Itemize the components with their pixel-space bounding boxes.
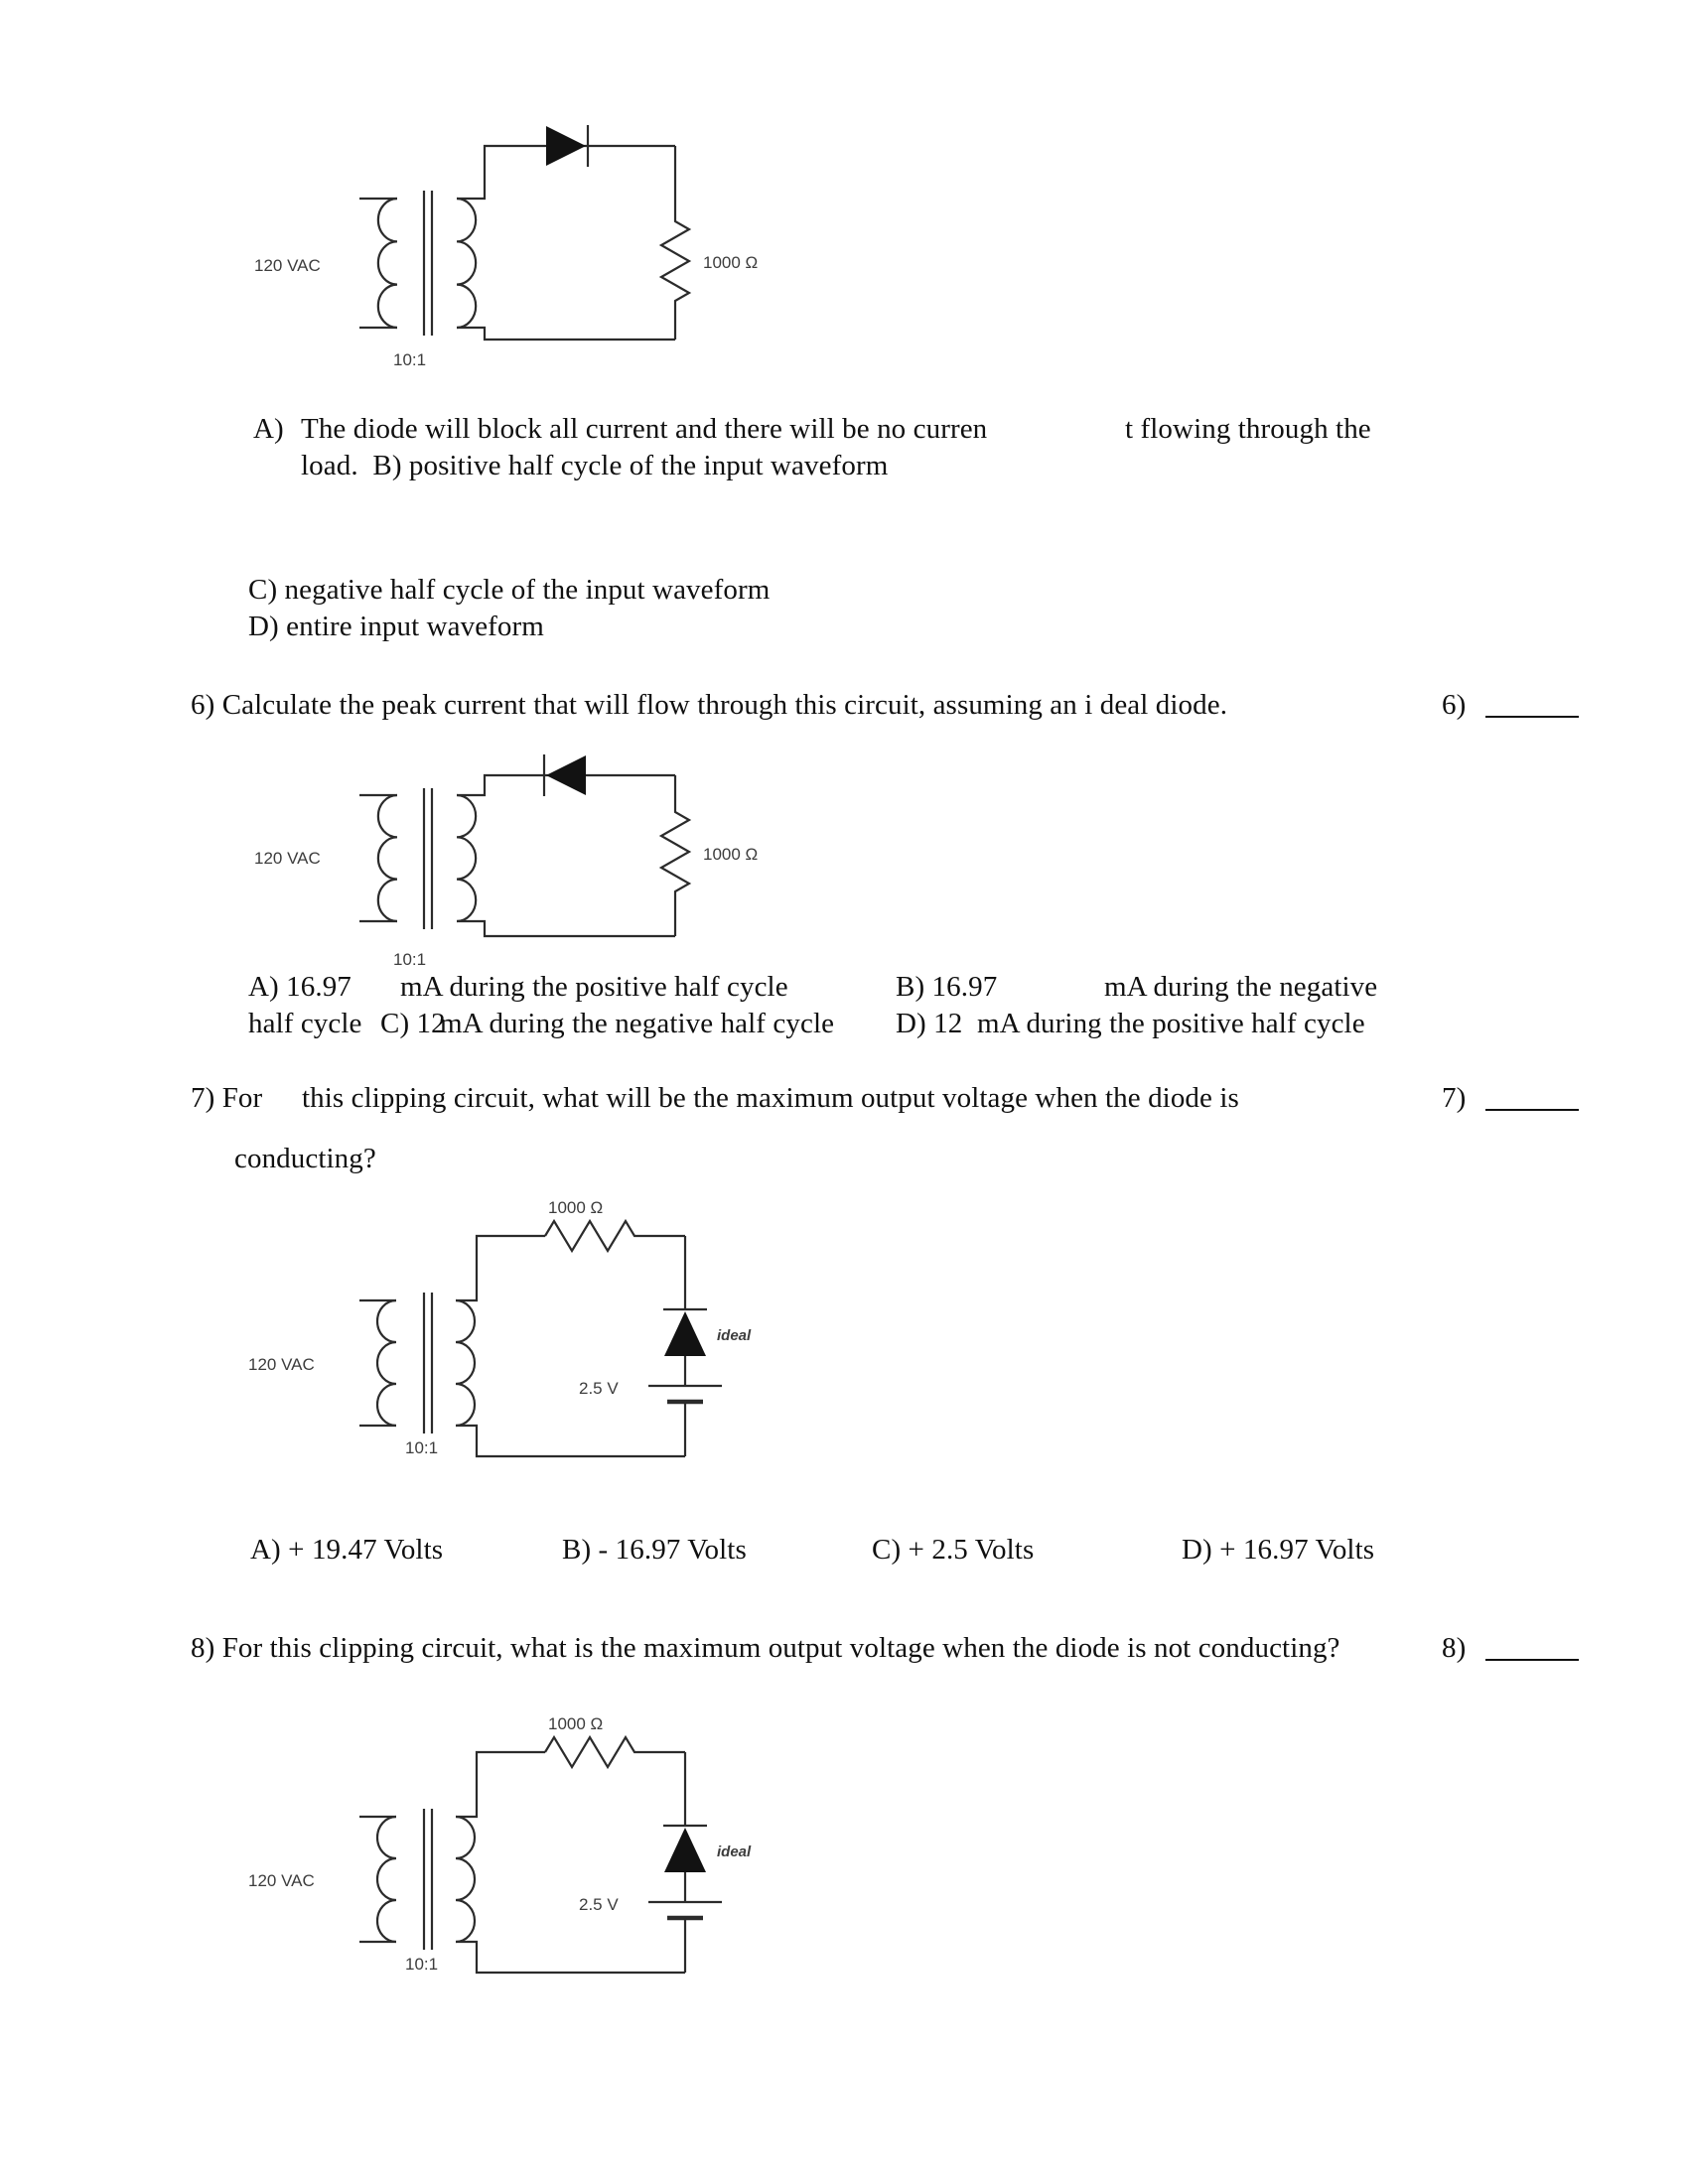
q6-option-b-label: B) 16.97 — [896, 971, 998, 1003]
bottom-wire — [457, 919, 675, 938]
source-voltage-label: 120 VAC — [254, 256, 321, 275]
diode-symbol — [542, 754, 586, 796]
turns-ratio-label: 10:1 — [393, 950, 426, 969]
circuit-clipper-1: 120 VAC 10:1 1000 Ω 2.5 V ideal — [243, 1171, 799, 1484]
q6-option-c-text: mA during the negative half cycle — [440, 1008, 835, 1039]
battery-voltage-label: 2.5 V — [579, 1379, 619, 1398]
q5-option-d: D) entire input waveform — [248, 611, 544, 642]
q6-option-b-text: mA during the negative — [1104, 971, 1378, 1003]
battery-voltage-label: 2.5 V — [579, 1895, 619, 1914]
q7-prompt-line2: conducting? — [234, 1143, 376, 1174]
circuit-half-wave-rectifier-forward: 120 VAC 10:1 1000 Ω — [244, 111, 800, 376]
battery-symbol — [648, 1384, 722, 1456]
series-resistor-label: 1000 Ω — [548, 1198, 603, 1217]
transformer-symbol — [359, 191, 478, 336]
source-voltage-label: 120 VAC — [254, 849, 321, 868]
q7-prompt: this clipping circuit, what will be the … — [302, 1082, 1239, 1114]
q5-option-a-label: A) — [253, 413, 284, 445]
q6-option-d-text: mA during the positive half cycle — [977, 1008, 1365, 1039]
q6-option-c-label: C) 12 — [380, 1008, 446, 1039]
turns-ratio-label: 10:1 — [405, 1955, 438, 1974]
circuit-half-wave-rectifier-reversed: 120 VAC 10:1 1000 Ω — [244, 743, 800, 986]
transformer-symbol — [359, 788, 478, 929]
resistor-symbol — [658, 775, 692, 936]
bottom-wire — [456, 1424, 685, 1458]
q6-answer-number: 6) — [1442, 689, 1467, 721]
diode-symbol — [663, 1824, 707, 1902]
load-resistor-label: 1000 Ω — [703, 253, 758, 272]
q6-option-a-label: A) 16.97 — [248, 971, 352, 1003]
q8-prompt: 8) For this clipping circuit, what is th… — [191, 1632, 1340, 1664]
q7-option-b: B) - 16.97 Volts — [562, 1534, 747, 1566]
q7-option-d: D) + 16.97 Volts — [1182, 1534, 1375, 1566]
diode-symbol — [663, 1307, 707, 1386]
battery-symbol — [648, 1900, 722, 1973]
q5-options-ab-line2: load. B) positive half cycle of the inpu… — [301, 450, 889, 481]
diode-symbol — [546, 125, 590, 167]
q8-answer-blank — [1485, 1638, 1579, 1661]
top-wire — [456, 1234, 545, 1302]
q7-option-c: C) + 2.5 Volts — [872, 1534, 1035, 1566]
turns-ratio-label: 10:1 — [405, 1438, 438, 1457]
source-voltage-label: 120 VAC — [248, 1355, 315, 1374]
bottom-wire — [456, 1940, 685, 1975]
ideal-diode-label: ideal — [717, 1327, 752, 1344]
q5-option-c: C) negative half cycle of the input wave… — [248, 574, 771, 606]
ideal-diode-label: ideal — [717, 1843, 752, 1860]
circuit-clipper-2: 120 VAC 10:1 1000 Ω 2.5 V ideal — [243, 1688, 799, 2000]
q6-option-d-label: D) 12 — [896, 1008, 963, 1039]
q7-option-a: A) + 19.47 Volts — [250, 1534, 444, 1566]
load-resistor-label: 1000 Ω — [703, 845, 758, 864]
q6-prompt: 6) Calculate the peak current that will … — [191, 689, 1228, 721]
resistor-symbol — [544, 1734, 685, 1770]
q5-option-a-text: The diode will block all current and the… — [301, 413, 988, 445]
transformer-symbol — [359, 1809, 477, 1950]
q7-answer-number: 7) — [1442, 1082, 1467, 1114]
q7-answer-blank — [1485, 1088, 1579, 1111]
bottom-wire — [457, 326, 675, 341]
q7-prompt-start: 7) For — [191, 1082, 263, 1114]
transformer-symbol — [359, 1293, 477, 1433]
q6-option-b-continuation: half cycle — [248, 1008, 362, 1039]
resistor-symbol — [544, 1218, 685, 1254]
source-voltage-label: 120 VAC — [248, 1871, 315, 1890]
q5-option-a-text-continuation: t flowing through the — [1125, 413, 1371, 445]
q6-answer-blank — [1485, 695, 1579, 718]
q8-answer-number: 8) — [1442, 1632, 1467, 1664]
series-resistor-label: 1000 Ω — [548, 1714, 603, 1733]
top-wire — [456, 1750, 545, 1819]
turns-ratio-label: 10:1 — [393, 350, 426, 369]
resistor-symbol — [658, 146, 692, 340]
q6-option-a-text: mA during the positive half cycle — [400, 971, 788, 1003]
